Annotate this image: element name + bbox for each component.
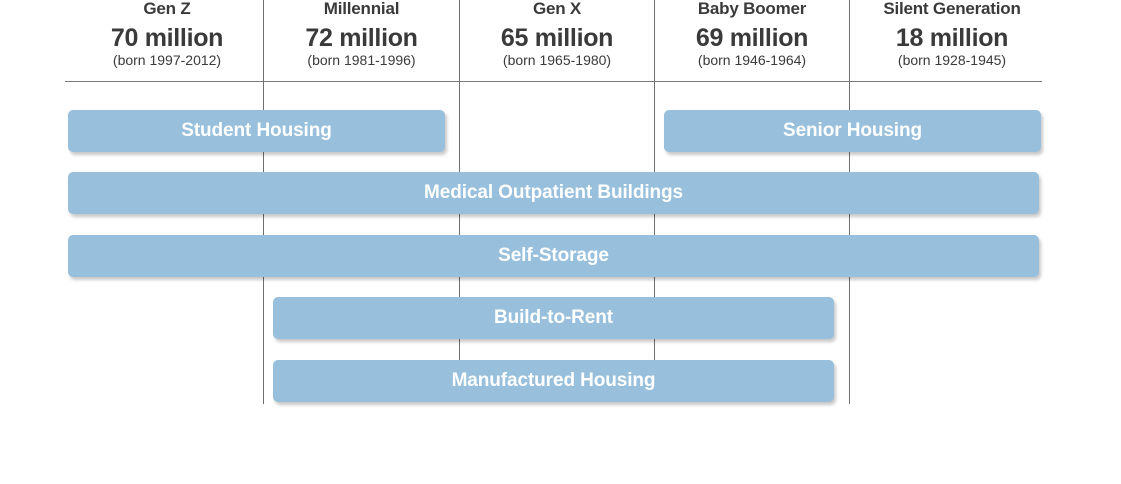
- generation-gen-z: Gen Z 70 million (born 1997-2012): [70, 0, 264, 68]
- header-divider: [65, 81, 1042, 82]
- generation-name: Baby Boomer: [697, 0, 807, 18]
- generation-population: 72 million: [305, 24, 418, 52]
- bar-label: Senior Housing: [783, 120, 922, 141]
- generation-baby-boomer: Baby Boomer 69 million (born 1946-1964): [655, 0, 849, 68]
- generation-population: 70 million: [110, 24, 224, 52]
- generation-millennial: Millennial 72 million (born 1981-1996): [264, 0, 459, 68]
- bar-label: Medical Outpatient Buildings: [424, 182, 683, 203]
- generation-population: 65 million: [500, 24, 614, 52]
- generation-birth-years: (born 1997-2012): [112, 52, 222, 68]
- generation-birth-years: (born 1928-1945): [897, 52, 1007, 68]
- bar-label: Manufactured Housing: [451, 370, 656, 391]
- bar-build-to-rent: Build-to-Rent: [273, 297, 834, 339]
- generation-population: 69 million: [695, 24, 809, 52]
- bar-label: Build-to-Rent: [494, 307, 613, 328]
- bar-senior-housing: Senior Housing: [664, 110, 1041, 152]
- generation-name: Silent Generation: [883, 0, 1021, 18]
- bar-label: Student Housing: [181, 120, 332, 141]
- bar-manufactured-housing: Manufactured Housing: [273, 360, 834, 402]
- bar-label: Self-Storage: [498, 245, 609, 266]
- generation-name: Millennial: [323, 0, 400, 18]
- bar-medical-outpatient-buildings: Medical Outpatient Buildings: [68, 172, 1039, 214]
- generation-name: Gen X: [532, 0, 582, 18]
- bar-student-housing: Student Housing: [68, 110, 445, 152]
- generation-gen-x: Gen X 65 million (born 1965-1980): [460, 0, 654, 68]
- bar-self-storage: Self-Storage: [68, 235, 1039, 277]
- generation-name: Gen Z: [143, 0, 191, 18]
- generation-birth-years: (born 1965-1980): [502, 52, 612, 68]
- generation-birth-years: (born 1946-1964): [697, 52, 807, 68]
- generation-silent: Silent Generation 18 million (born 1928-…: [850, 0, 1054, 68]
- generation-birth-years: (born 1981-1996): [307, 52, 416, 68]
- generation-population: 18 million: [895, 24, 1009, 52]
